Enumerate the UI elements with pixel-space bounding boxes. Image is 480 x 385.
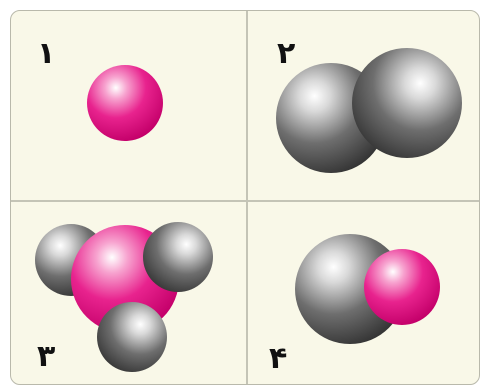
panel-3-label: ۳	[37, 339, 56, 374]
panel-3-molecule	[35, 222, 213, 372]
pink-atom	[364, 249, 440, 325]
panel-1-molecule	[87, 65, 163, 141]
pink-atom	[87, 65, 163, 141]
panel-2: ۲	[247, 11, 479, 199]
gray-atom	[97, 302, 167, 372]
panel-4-molecule	[295, 234, 440, 344]
panel-1-label: ۱	[37, 36, 56, 71]
panel-4: ۴	[247, 202, 479, 384]
panel-4-label: ۴	[269, 341, 288, 376]
gray-atom	[352, 48, 462, 158]
diagram-frame: ۱ ۲ ۳ ۴	[10, 10, 480, 385]
panel-2-molecule	[276, 48, 462, 173]
horizontal-divider	[11, 200, 479, 202]
vertical-divider	[246, 11, 248, 384]
gray-atom	[143, 222, 213, 292]
panel-3: ۳	[11, 202, 246, 384]
panel-1: ۱	[11, 11, 246, 199]
panel-2-label: ۲	[277, 36, 296, 71]
